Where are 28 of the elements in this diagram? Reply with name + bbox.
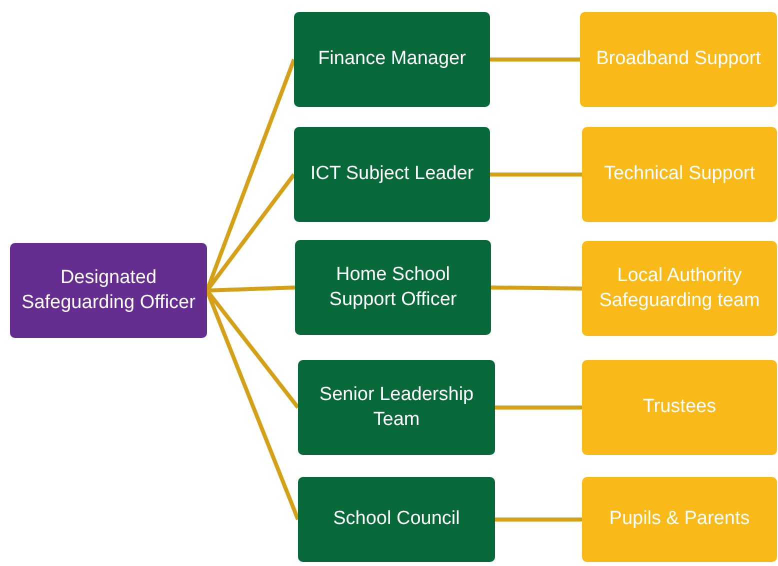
role-label: Local Authority Safeguarding team bbox=[598, 264, 761, 312]
role-box bbox=[295, 240, 491, 335]
role-label: Senior Leadership Team bbox=[318, 382, 475, 432]
role-box bbox=[582, 241, 777, 336]
connector-line bbox=[490, 172, 582, 176]
role-label: School Council bbox=[333, 507, 460, 532]
connector-line bbox=[490, 58, 580, 62]
role-box bbox=[10, 243, 207, 338]
role-label: Trustees bbox=[642, 395, 716, 420]
connector-line bbox=[495, 518, 582, 522]
role-box bbox=[582, 360, 777, 455]
connector-line bbox=[490, 286, 582, 290]
role-label: Technical Support bbox=[604, 162, 756, 186]
connector-line bbox=[495, 406, 582, 410]
role-box bbox=[294, 127, 490, 222]
role-box bbox=[294, 12, 490, 107]
role-label: Broadband Support bbox=[596, 47, 761, 72]
role-box bbox=[298, 477, 495, 562]
role-label: Pupils & Parents bbox=[609, 507, 750, 532]
role-label: Designated Safeguarding Officer bbox=[20, 266, 196, 314]
role-box bbox=[582, 477, 777, 562]
role-box bbox=[580, 12, 777, 107]
role-box bbox=[298, 360, 495, 455]
role-label: ICT Subject Leader bbox=[310, 162, 474, 186]
connector-line bbox=[206, 286, 296, 292]
role-box bbox=[582, 127, 777, 222]
role-label: Finance Manager bbox=[318, 47, 466, 72]
role-label: Home School Support Officer bbox=[328, 262, 458, 312]
